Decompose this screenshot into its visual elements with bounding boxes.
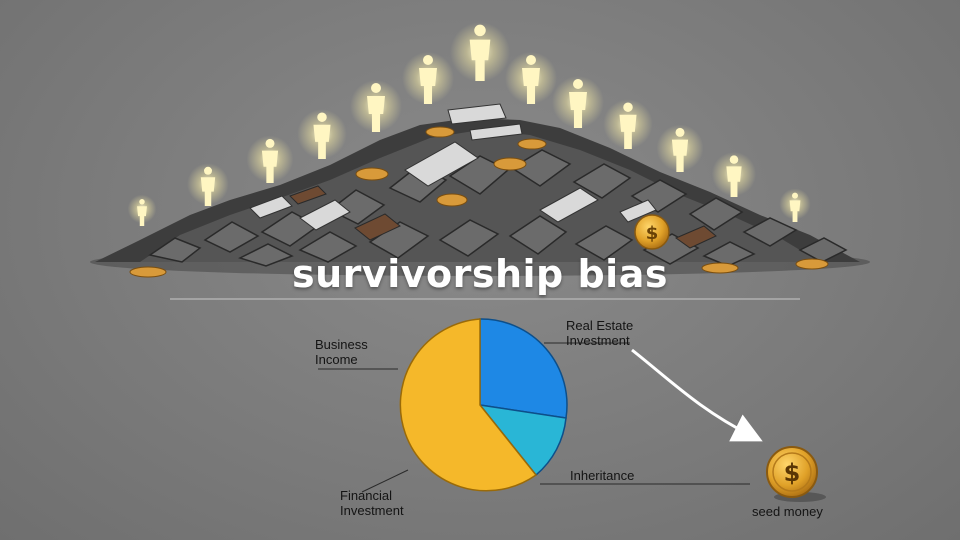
label-seed-money: seed money — [752, 504, 823, 519]
glowing-figure — [711, 151, 757, 197]
glowing-figure — [297, 109, 347, 159]
glowing-figure — [450, 22, 510, 82]
pie-slice-inheritance — [478, 403, 567, 477]
pie-chart — [399, 318, 568, 492]
label-inheritance: Inheritance — [570, 468, 635, 483]
title: survivorship bias — [292, 252, 668, 296]
glowing-figure — [603, 99, 653, 149]
rubble-pile: $ — [90, 103, 870, 278]
glowing-figures — [127, 22, 811, 226]
glowing-figure — [552, 76, 604, 128]
glowing-figure — [350, 80, 402, 132]
glowing-figure — [246, 135, 294, 183]
arrow — [631, 348, 763, 442]
svg-text:$: $ — [646, 223, 659, 244]
leader-lines — [318, 342, 750, 493]
seed-money-coin-icon: $ — [766, 446, 826, 502]
pie-slice-real-estate — [479, 318, 568, 419]
glowing-figure — [505, 52, 557, 104]
glowing-figure — [402, 52, 454, 104]
glowing-figure — [656, 124, 704, 172]
glowing-figure — [779, 188, 811, 222]
glowing-figure — [127, 194, 157, 226]
glowing-figure — [187, 163, 229, 206]
pie-slice-financial — [399, 318, 538, 492]
svg-text:$: $ — [784, 459, 801, 487]
